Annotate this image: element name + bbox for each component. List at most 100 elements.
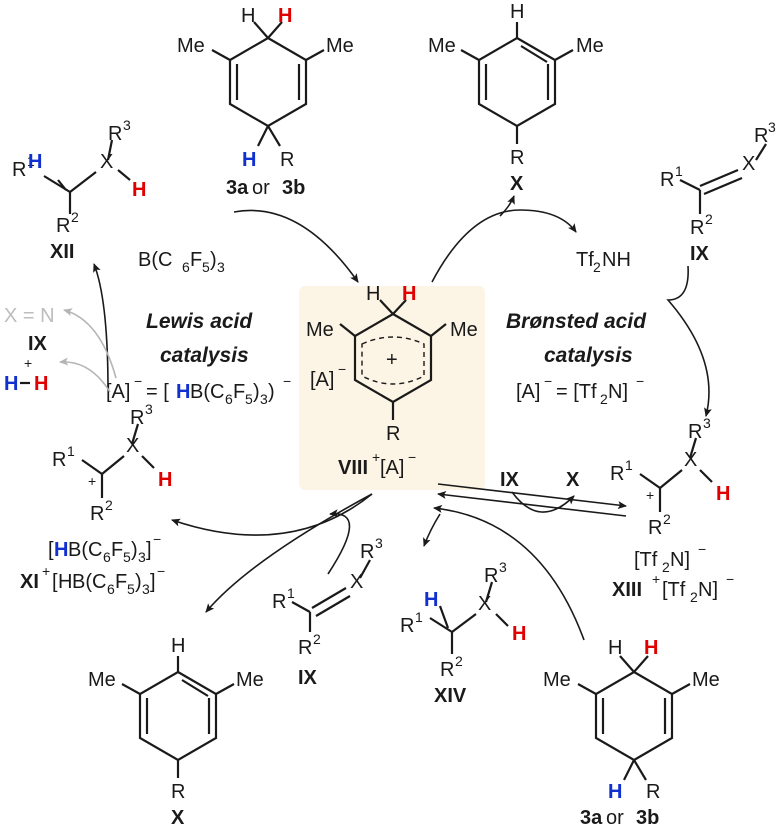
me-label: Me [88, 669, 116, 691]
me-label: Me [692, 669, 720, 691]
plus-charge: + [646, 487, 654, 503]
bracket: ) [268, 381, 275, 403]
x-atom-label: X [478, 593, 491, 615]
ix-label: IX [690, 243, 710, 265]
sub-3: 3 [217, 259, 225, 275]
compound-3a-label: 3a [226, 177, 249, 199]
sup-2: 2 [71, 209, 79, 225]
sup-plus: + [42, 563, 50, 579]
arrow-to-xiv [423, 513, 441, 547]
arrow-equilibrium-fwd [437, 483, 627, 510]
r3-label: R [484, 565, 498, 587]
h-red-label: H [644, 637, 658, 659]
lewis-anion-definition: [A] − = [ H B(C 6 F 5 ) 3 ) − [106, 373, 291, 407]
hb-text: B(C [72, 571, 106, 593]
sup-1: 1 [287, 585, 295, 601]
sup-2: 2 [663, 511, 671, 527]
sub-5: 5 [127, 581, 135, 597]
r3-label: R [754, 125, 768, 147]
sub-6: 6 [107, 581, 115, 597]
lewis-title-line2: catalysis [160, 344, 249, 367]
sup-3: 3 [499, 559, 507, 575]
arrow-to-x-top [499, 195, 515, 217]
bronsted-title-line1: Brønsted acid [506, 310, 647, 333]
sup-2: 2 [313, 631, 321, 647]
sub-5: 5 [202, 259, 210, 275]
sub-3: 3 [138, 549, 146, 565]
arrow-top-out [431, 209, 577, 283]
paren: ) [253, 381, 260, 403]
h-red-label: H [158, 469, 172, 491]
borane-f: F [190, 249, 202, 271]
paren: ) [135, 571, 142, 593]
imine-ix-top-right: R 1 X R 3 R 2 IX [660, 119, 776, 265]
compound-3b-label: 3b [282, 177, 305, 199]
sup-2: 2 [455, 653, 463, 669]
sup-minus: − [283, 373, 291, 389]
hb-text: B(C [68, 539, 102, 561]
r1-label: R [400, 615, 414, 637]
r2-label: R [690, 217, 704, 239]
sub-3: 3 [260, 391, 268, 407]
a-text: [A] [106, 381, 130, 403]
me-label: Me [306, 319, 334, 341]
r2-label: R [440, 659, 454, 681]
r1-label: R [660, 169, 674, 191]
h-blue-label: H [608, 781, 622, 803]
r-label: R [171, 781, 185, 803]
borane-paren: ) [210, 249, 217, 271]
imine-ix-bottom: R 1 X R 3 R 2 IX [272, 535, 383, 689]
sub-6: 6 [225, 391, 233, 407]
borane-catalyst: B(C 6 F 5 ) 3 [138, 249, 225, 275]
bracket: [ [52, 571, 58, 593]
xii-label: XII [50, 241, 74, 263]
h-label: H [366, 283, 380, 305]
sup-minus: − [157, 563, 165, 579]
tf-text: [Tf [634, 549, 658, 571]
h-blue-label: H [242, 149, 256, 171]
tf-text: Tf [576, 249, 594, 271]
me-label: Me [450, 319, 478, 341]
me-label: Me [177, 35, 205, 57]
xiii-label: XIII [612, 579, 642, 601]
arrow-top-left-in [233, 209, 359, 283]
sup-minus: − [698, 541, 706, 557]
sup-minus: − [338, 361, 346, 377]
r2-label: R [90, 503, 104, 525]
ix-left-label: IX [28, 333, 48, 355]
h-red-label: H [34, 373, 48, 395]
eq-text: = [ [146, 381, 169, 403]
r1-label: R [52, 449, 66, 471]
sub-3: 3 [142, 581, 150, 597]
r-label: R [280, 149, 294, 171]
xi-label: XI [20, 571, 39, 593]
sup-plus: + [652, 571, 660, 587]
x-atom-label: X [684, 449, 697, 471]
sup-minus: − [408, 449, 416, 465]
n-text: N] [670, 549, 690, 571]
sub-2: 2 [600, 391, 608, 407]
h-blue-label: H [176, 381, 190, 403]
n-text: N] [698, 579, 718, 601]
h-blue-label: H [54, 539, 68, 561]
arene-product-top: H Me Me R X [428, 1, 604, 195]
x-mid-label: X [566, 469, 580, 491]
compound-3a-label: 3a [580, 807, 603, 829]
viii-anion: [A] [380, 457, 404, 479]
h-red-label: H [512, 623, 526, 645]
arrow-bottom-right-in [433, 504, 585, 641]
sup-3: 3 [703, 415, 711, 431]
viii-label: VIII [338, 457, 368, 479]
ix-mid-label: IX [500, 469, 520, 491]
nh-text: NH [602, 249, 631, 271]
lewis-title-line1: Lewis acid [146, 310, 253, 333]
h-blue-label: H [424, 589, 438, 611]
sup-minus: − [726, 571, 734, 587]
sup-1: 1 [675, 163, 683, 179]
plus-charge: + [386, 349, 398, 371]
arenium-cation-center: H H Me Me + R [A] − VIII + [A] − [306, 283, 478, 479]
arrow-left-up [93, 263, 109, 391]
tf-text: [Tf [662, 579, 686, 601]
arrow-gray-1 [63, 308, 117, 379]
me-label: Me [428, 35, 456, 57]
